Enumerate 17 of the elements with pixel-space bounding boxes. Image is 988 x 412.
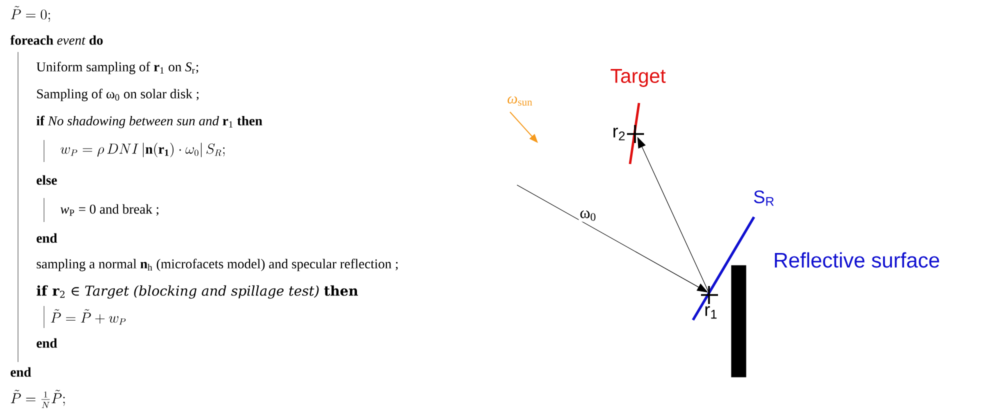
algorithm-line: $\tilde{P} = 0;$ <box>10 6 50 22</box>
algorithm-line: else <box>36 175 57 185</box>
algorithm-line: w$_{P}$ = 0 and break ; <box>60 204 158 216</box>
support-bar <box>731 265 746 378</box>
algorithm-line: Uniform sampling of r$_{1}$ on S$_{r}$; <box>36 62 198 74</box>
algorithm-line: Sampling of ω$_{0}$ on solar disk ; <box>37 88 199 102</box>
edge-label: ω$_{0}$ <box>578 210 598 222</box>
algorithm-line: end <box>36 338 58 348</box>
algorithm-line: $w_P = \rho\, DNI\, |\mathbf{n}(\mathbf{r_1})\cdot\omega_0|\, S_R ;$ <box>60 142 225 158</box>
algorithm-line: if No shadowing between sun and r$_{1}$ then <box>36 116 262 128</box>
algorithm-line: end <box>36 233 58 243</box>
algorithm-line: $\tilde{P} = \tilde{P} + w_P$ <box>50 309 126 325</box>
algorithm-line: foreach event do <box>10 35 103 45</box>
algorithm-line: if r$_{2}$ ∈ Target (blocking and spillage test) then <box>36 285 358 299</box>
algorithm-line: $\tilde{P} = \frac{1}{N}\tilde{P};$ <box>10 390 65 408</box>
algorithm-line: sampling a normal n$_{h}$ (microfacets model) and specular reflection ; <box>36 258 398 272</box>
algorithm-line: end <box>10 367 32 377</box>
